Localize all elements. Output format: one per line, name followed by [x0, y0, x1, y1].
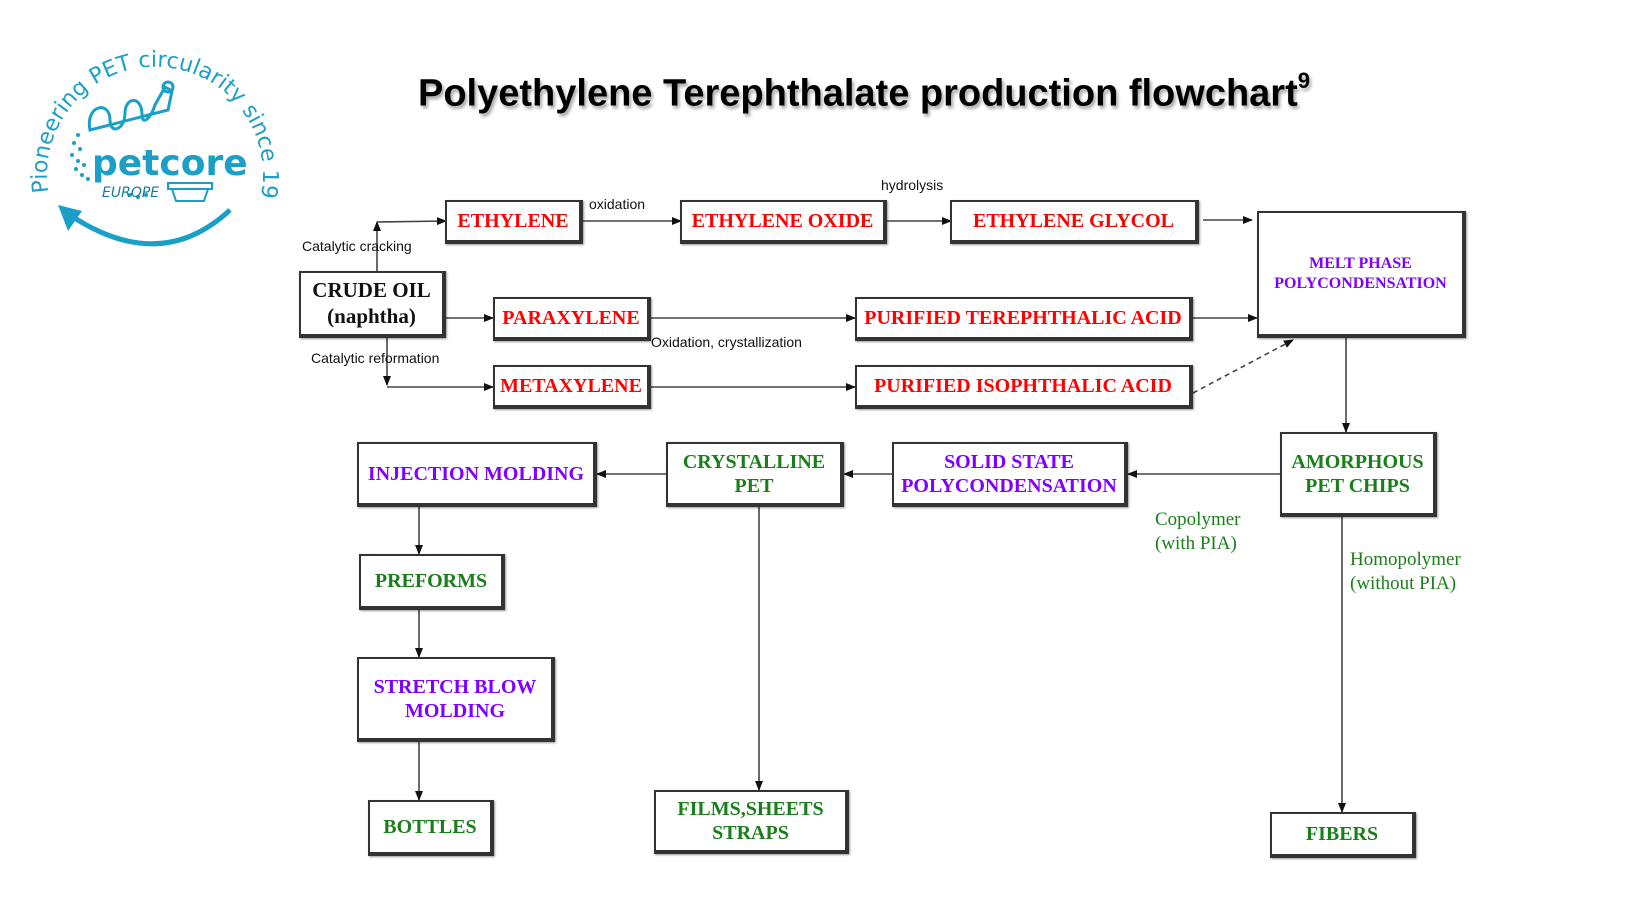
node-ethylene-oxide: ETHYLENE OXIDE	[680, 200, 887, 244]
label-oxidation-crystallization: Oxidation, crystallization	[651, 334, 802, 350]
label-copolymer-line1: Copolymer	[1155, 509, 1241, 530]
node-melt-phase-line1: MELT PHASE	[1309, 255, 1412, 273]
node-stretch-blow-line2: MOLDING	[405, 699, 505, 722]
node-melt-phase-line2: POLYCONDENSATION	[1274, 274, 1447, 292]
node-pta: PURIFIED TEREPHTHALIC ACID	[855, 297, 1193, 341]
node-crude-oil-line2: (naphtha)	[327, 303, 416, 328]
node-pta-label: PURIFIED TEREPHTHALIC ACID	[864, 307, 1182, 329]
tray-icon	[167, 182, 213, 202]
edge-pia-melt-dashed	[1192, 339, 1294, 394]
title-footnote: 9	[1297, 68, 1311, 93]
petcore-europe-logo: Pioneering PET circularity since 1993 pe…	[30, 25, 280, 247]
label-oxidation: oxidation	[589, 196, 646, 212]
arrowhead-icon	[58, 205, 82, 231]
node-preforms-label: PREFORMS	[374, 570, 488, 592]
node-crystalline-line2: PET	[734, 474, 774, 497]
label-catalytic-reformation: Catalytic reformation	[311, 350, 440, 366]
node-films-sheets-straps: FILMS,SHEETS STRAPS	[654, 790, 849, 854]
node-ethylene-oxide-label: ETHYLENE OXIDE	[691, 210, 874, 232]
node-films-line2: STRAPS	[712, 822, 789, 844]
bottle-spiral-icon	[87, 80, 175, 132]
node-stretch-blow-line1: STRETCH BLOW	[373, 675, 537, 698]
node-ethylene-glycol: ETHYLENE GLYCOL	[950, 200, 1199, 244]
node-bottles: BOTTLES	[368, 800, 494, 856]
label-catalytic-cracking: Catalytic cracking	[302, 238, 412, 254]
label-homopolymer-line1: Homopolymer	[1350, 549, 1461, 570]
node-films-line1: FILMS,SHEETS	[677, 798, 824, 820]
node-ssp-line1: SOLID STATE	[944, 450, 1074, 473]
label-homopolymer-line2: (without PIA)	[1350, 572, 1457, 594]
page-title: Polyethylene Terephthalate production fl…	[418, 68, 1310, 116]
label-copolymer: Copolymer (with PIA)	[1155, 508, 1241, 556]
label-hydrolysis: hydrolysis	[881, 177, 944, 193]
node-preforms: PREFORMS	[359, 554, 505, 610]
node-melt-phase: MELT PHASE POLYCONDENSATION	[1257, 211, 1466, 338]
node-bottles-label: BOTTLES	[383, 816, 477, 838]
node-amorphous-line1: AMORPHOUS	[1291, 450, 1424, 473]
label-homopolymer: Homopolymer (without PIA)	[1350, 548, 1461, 596]
node-injection-label: INJECTION MOLDING	[367, 462, 585, 485]
flakes-icon	[70, 133, 148, 199]
node-ethylene-label: ETHYLENE	[457, 210, 569, 232]
node-ethylene: ETHYLENE	[445, 200, 583, 244]
node-fibers: FIBERS	[1270, 812, 1416, 858]
node-crystalline-line1: CRYSTALLINE	[682, 450, 826, 473]
logo-brand: petcore	[92, 143, 248, 184]
node-metaxylene-label: METAXYLENE	[500, 375, 642, 397]
node-pia-label: PURIFIED ISOPHTHALIC ACID	[874, 375, 1172, 397]
node-fibers-label: FIBERS	[1305, 823, 1379, 845]
node-crystalline-pet: CRYSTALLINE PET	[666, 442, 844, 507]
edge-crude-ethylene-h	[376, 217, 447, 226]
node-solid-state-polycondensation: SOLID STATE POLYCONDENSATION	[892, 442, 1128, 507]
node-amorphous-line2: PET CHIPS	[1305, 474, 1410, 497]
node-stretch-blow-molding: STRETCH BLOW MOLDING	[357, 657, 555, 742]
node-crude-oil-line1: CRUDE OIL	[312, 278, 431, 303]
node-paraxylene-label: PARAXYLENE	[502, 307, 640, 329]
node-pia: PURIFIED ISOPHTHALIC ACID	[855, 365, 1193, 409]
node-ethylene-glycol-label: ETHYLENE GLYCOL	[973, 210, 1174, 232]
node-amorphous-pet-chips: AMORPHOUS PET CHIPS	[1280, 432, 1437, 517]
title-text: Polyethylene Terephthalate production fl…	[418, 72, 1298, 115]
node-metaxylene: METAXYLENE	[493, 365, 651, 409]
node-paraxylene: PARAXYLENE	[493, 297, 651, 341]
label-copolymer-line2: (with PIA)	[1155, 532, 1237, 554]
circular-arrow-icon	[68, 208, 232, 247]
node-injection-molding: INJECTION MOLDING	[357, 442, 597, 507]
node-ssp-line2: POLYCONDENSATION	[901, 474, 1117, 497]
logo-subbrand: EUROPE	[102, 185, 159, 201]
node-crude-oil: CRUDE OIL (naphtha)	[299, 271, 446, 338]
